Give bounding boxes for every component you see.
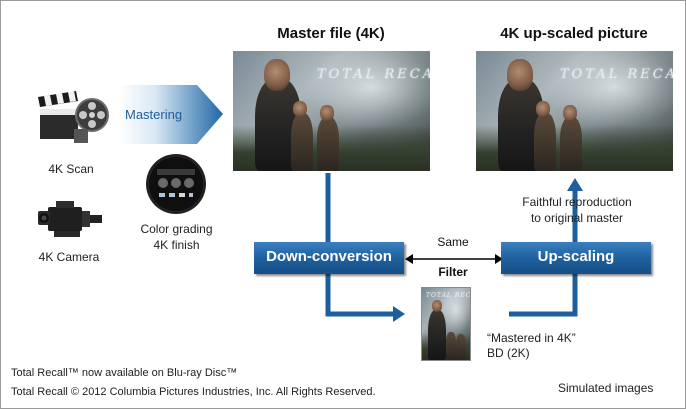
same-label: Same [437, 235, 469, 249]
footer-copyright: Total Recall © 2012 Columbia Pictures In… [11, 386, 376, 398]
color-grading-console-icon [146, 154, 206, 214]
grading-label-line1: Color grading [140, 222, 213, 236]
upscaled-poster-title: TOTAL RECALL [560, 67, 673, 82]
scan-label: 4K Scan [48, 162, 94, 176]
cinema-camera-icon [38, 201, 102, 237]
left-arrowhead [405, 254, 413, 264]
faithful-note-line1: Faithful reproduction [522, 195, 632, 209]
upscaled-picture-heading: 4K up-scaled picture [500, 25, 648, 42]
camera-label: 4K Camera [38, 250, 100, 264]
down-flow-arrowhead [393, 306, 405, 322]
down-conversion-box: Down-conversion [254, 242, 404, 274]
up-flow-arrowhead [567, 178, 583, 191]
master-poster-title: TOTAL RECALL [317, 67, 430, 82]
down-flow-line [325, 173, 393, 317]
simulated-images-note: Simulated images [558, 381, 654, 395]
mastering-label: Mastering [125, 107, 183, 122]
master-file-heading: Master file (4K) [277, 25, 385, 42]
footer-availability: Total Recall™ now available on Blu-ray D… [11, 367, 238, 379]
bd-label-line1: “Mastered in 4K” [487, 331, 576, 345]
filter-label: Filter [438, 265, 468, 279]
clapperboard-icon [38, 91, 109, 143]
faithful-note-line2: to original master [530, 211, 624, 225]
upscaled-poster-image: TOTAL RECALL [476, 51, 673, 171]
bd-label-line2: BD (2K) [487, 346, 530, 360]
bd-cover-title: TOTAL RECALL [426, 292, 471, 299]
master-poster-image: TOTAL RECALL [233, 51, 430, 171]
up-scaling-box: Up-scaling [501, 242, 651, 274]
grading-label-line2: 4K finish [153, 238, 200, 252]
up-flow-line [509, 191, 578, 317]
mastering-arrow [119, 85, 223, 144]
right-arrowhead [495, 254, 503, 264]
bd-cover-image: TOTAL RECALL [421, 287, 471, 361]
